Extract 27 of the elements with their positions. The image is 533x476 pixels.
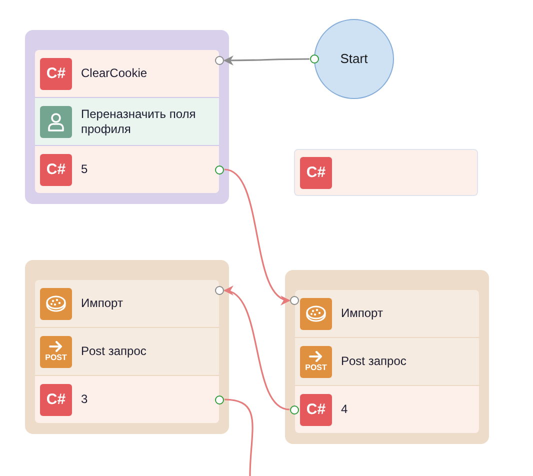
step-group-panel	[25, 30, 229, 204]
step-label: Переназначить поля профиля	[81, 106, 197, 136]
step-label: Импорт	[81, 296, 123, 311]
step-label: 5	[81, 162, 88, 177]
post-request-icon: POST	[300, 346, 332, 378]
step-group-panel	[285, 270, 489, 444]
step-row	[295, 337, 479, 385]
csharp-icon: C#	[40, 154, 72, 186]
step-label: Post запрос	[341, 354, 406, 369]
step-card	[294, 149, 478, 196]
step-group-panel	[25, 260, 229, 434]
step-label: Импорт	[341, 306, 383, 321]
csharp-icon: C#	[40, 58, 72, 90]
step-label: 3	[81, 392, 88, 407]
csharp-icon: C#	[300, 156, 332, 188]
post-request-icon: POST	[40, 336, 72, 368]
connector-arrow	[224, 55, 310, 66]
node-label: Start	[340, 51, 368, 67]
step-label: 4	[341, 402, 348, 417]
step-label: Post запрос	[81, 344, 146, 359]
step-row	[35, 97, 219, 145]
step-label: ClearCookie	[81, 66, 148, 81]
csharp-icon: C#	[40, 384, 72, 416]
step-row	[35, 327, 219, 375]
csharp-icon: C#	[300, 394, 332, 426]
connector-arrow	[224, 168, 290, 303]
connector-arrow	[224, 288, 290, 410]
